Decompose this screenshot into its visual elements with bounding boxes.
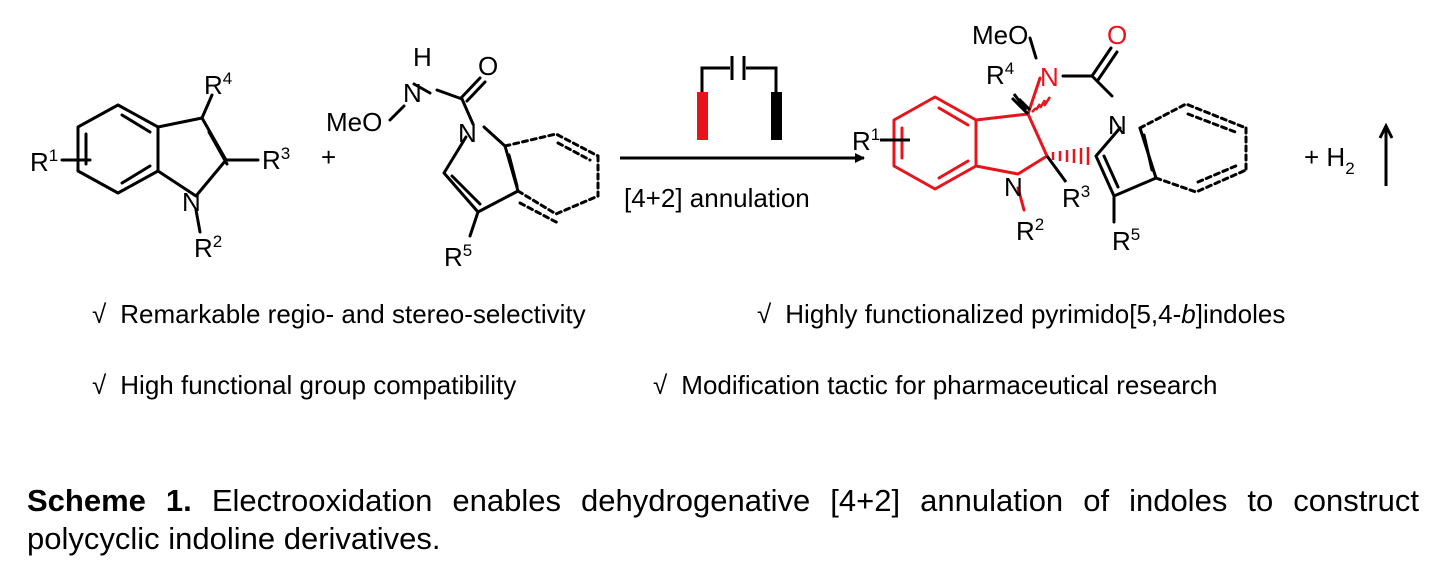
svg-text:R4: R4 [986, 59, 1014, 90]
indole-labels: N R4 R3 R2 R1 [30, 69, 290, 263]
product-r3-bond [1045, 155, 1068, 183]
check-icon: √ [92, 299, 107, 329]
feature-item: √ High functional group compatibility [92, 370, 516, 401]
carbamoyl-reactant [388, 76, 600, 238]
electrolysis-setup-icon [697, 56, 782, 140]
feature-text: Remarkable regio- and stereo-selectivity [120, 299, 586, 329]
svg-text:R1: R1 [30, 146, 58, 177]
caption-label: Scheme 1. [27, 483, 192, 518]
svg-text:N: N [1108, 110, 1127, 140]
svg-text:R3: R3 [1062, 182, 1090, 213]
carbamoyl-labels: H N O MeO N R5 [326, 42, 498, 272]
svg-text:N: N [1004, 172, 1023, 202]
scheme-caption: Scheme 1. Electrooxidation enables dehyd… [27, 482, 1419, 558]
plus-sign: + [321, 142, 336, 172]
feature-text: Modification tactic for pharmaceutical r… [681, 370, 1218, 400]
gas-evolution-arrow-icon [1378, 122, 1394, 186]
product-labels: MeO N O N N R1 R4 R3 R2 R5 [852, 20, 1140, 256]
check-icon: √ [757, 299, 772, 329]
svg-text:R2: R2 [1016, 215, 1044, 246]
feature-item: √ Remarkable regio- and stereo-selectivit… [92, 299, 586, 330]
svg-text:R5: R5 [1112, 225, 1140, 256]
indole-reactant [60, 93, 260, 234]
svg-text:N: N [1040, 62, 1059, 92]
svg-text:O: O [478, 51, 498, 81]
svg-text:H: H [413, 42, 432, 72]
svg-text:R1: R1 [852, 125, 880, 156]
svg-text:N: N [182, 187, 201, 217]
svg-text:R4: R4 [204, 69, 232, 100]
caption-text: Electrooxidation enables dehydrogenative… [27, 483, 1419, 556]
svg-text:N: N [458, 118, 477, 148]
check-icon: √ [653, 370, 668, 400]
stereo-bonds [1010, 93, 1032, 116]
hashed-wedge-pyrrole [1051, 147, 1090, 165]
feature-item: √ Modification tactic for pharmaceutical … [653, 370, 1217, 401]
svg-text:O: O [1107, 20, 1127, 50]
feature-item: √ Highly functionalized pyrimido[5,4-b]in… [757, 299, 1285, 330]
check-icon: √ [92, 370, 107, 400]
svg-text:MeO: MeO [326, 107, 382, 137]
svg-text:N: N [403, 78, 422, 108]
arrow-label: [4+2] annulation [624, 183, 810, 213]
svg-text:R5: R5 [444, 241, 472, 272]
product-pyrrole-ring [1028, 36, 1248, 224]
svg-text:MeO: MeO [972, 20, 1028, 50]
hydrogen-byproduct: + H2 [1304, 142, 1355, 178]
svg-text:R3: R3 [262, 144, 290, 175]
product-indoline-core [892, 76, 1049, 212]
hashed-wedge-r4 [1031, 96, 1052, 113]
reaction-scheme: N R4 R3 R2 R1 + H N O MeO N R5 [30, 20, 1394, 272]
feature-text: Highly functionalized pyrimido[5,4-b]ind… [785, 299, 1286, 329]
feature-text: High functional group compatibility [120, 370, 517, 400]
svg-text:R2: R2 [194, 232, 222, 263]
